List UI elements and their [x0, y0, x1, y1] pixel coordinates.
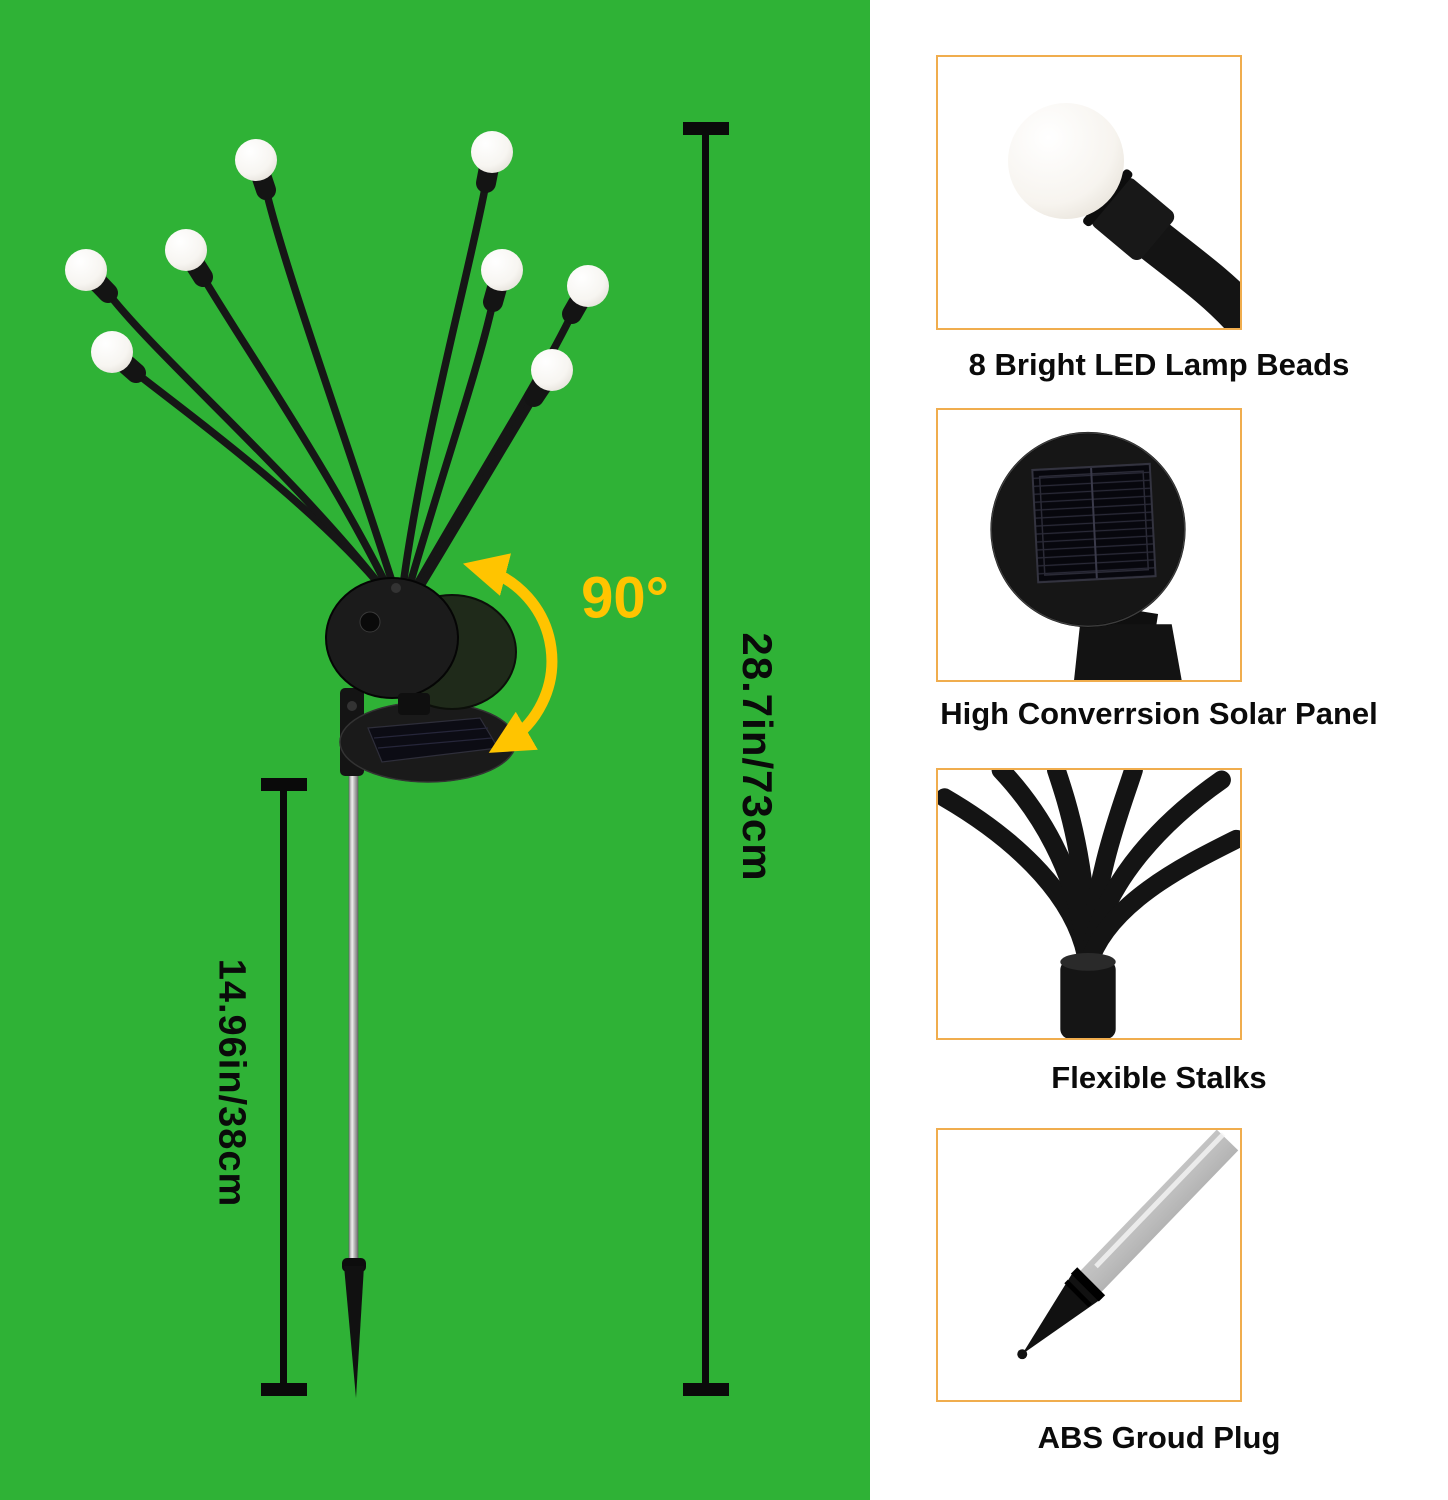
stalks-graphic — [938, 770, 1240, 976]
dimension-cap-bottom — [683, 1383, 729, 1396]
dimension-line — [702, 128, 709, 1390]
led-bulb-graphic — [1008, 103, 1240, 328]
stalk-bundle-collar — [1060, 952, 1116, 1038]
ground-plug-graphic — [1017, 1130, 1239, 1360]
feature-caption-led: 8 Bright LED Lamp Beads — [968, 347, 1350, 382]
solar-panel-closeup — [990, 431, 1186, 680]
led-bulbs — [65, 131, 609, 391]
dimension-line — [280, 784, 287, 1390]
solar-panel-graphic — [990, 431, 1186, 680]
solar-firefly-light-illustration — [65, 131, 609, 1398]
feature-caption-stalks: Flexible Stalks — [1051, 1060, 1267, 1095]
ground-stake — [342, 767, 366, 1398]
feature-caption-solar: High Converrsion Solar Panel — [940, 696, 1378, 731]
led-lamp-bead-closeup — [1008, 103, 1240, 328]
ground-plug-closeup — [1017, 1130, 1239, 1360]
dimension-cap-bottom — [261, 1383, 307, 1396]
rotation-angle-label: 90° — [581, 565, 669, 631]
feature-caption-plug: ABS Groud Plug — [1037, 1420, 1281, 1455]
feature-card-stalks — [936, 768, 1242, 1040]
feature-card-led — [936, 55, 1242, 330]
green-backdrop: 90° 28.7in/73cm 14.96in/38cm — [0, 0, 870, 1500]
feature-card-plug — [936, 1128, 1242, 1402]
stake-height-label: 14.96in/38cm — [210, 958, 253, 1208]
feature-list: 8 Bright LED Lamp Beads — [870, 0, 1448, 1500]
flexible-stalks-closeup — [938, 770, 1240, 1038]
rotation-arrow — [462, 553, 558, 753]
feature-card-solar — [936, 408, 1242, 682]
overall-height-label: 28.7in/73cm — [734, 632, 781, 882]
flexible-stalks — [104, 179, 576, 608]
